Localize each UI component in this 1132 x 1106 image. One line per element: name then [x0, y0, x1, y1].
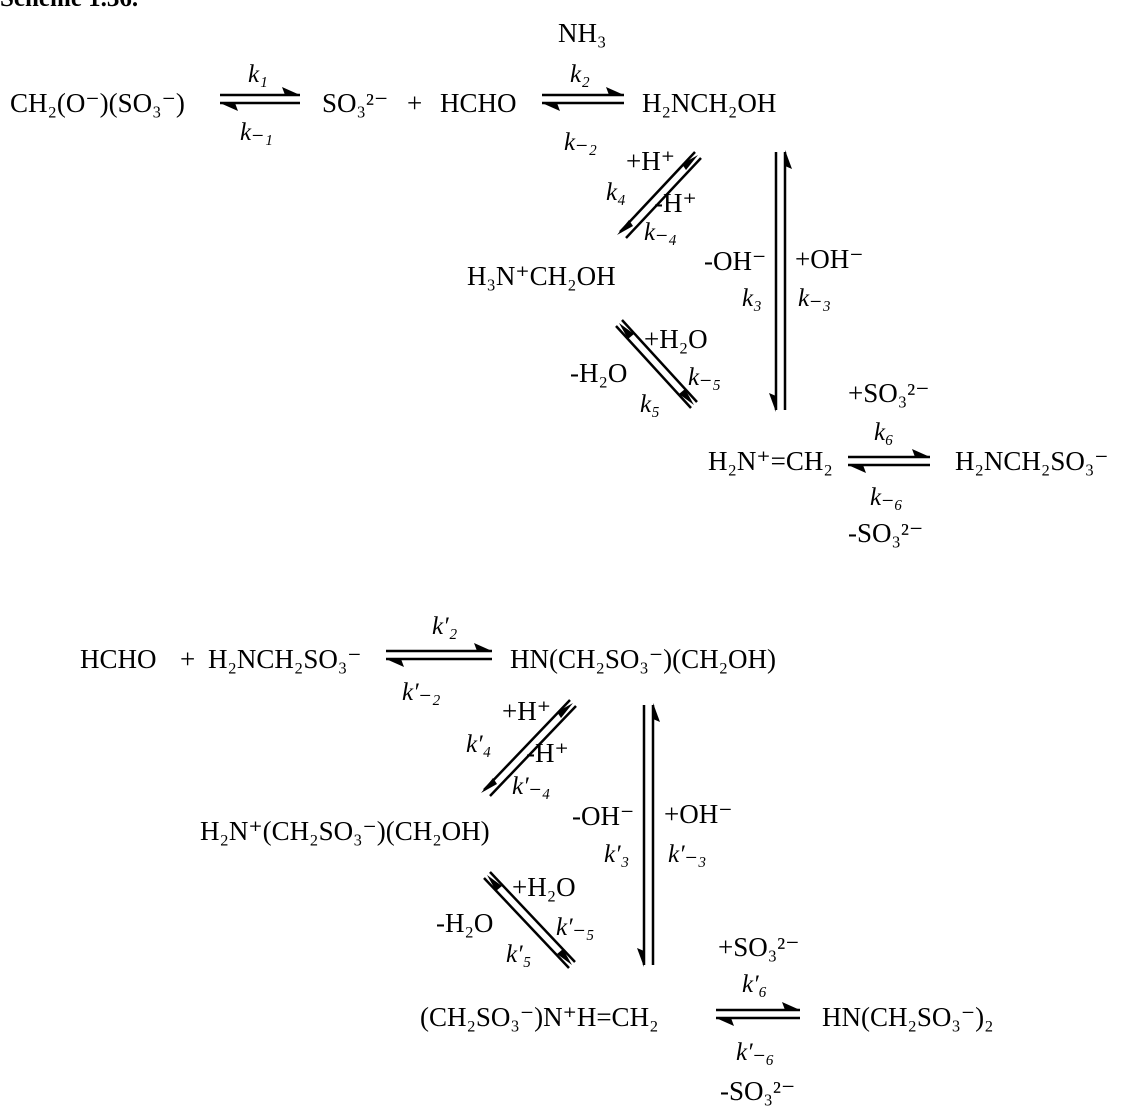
- label-plus-oh: +OH⁻: [795, 244, 863, 274]
- label-minus-h2o: -H₂O: [570, 358, 627, 388]
- species-sulfite: SO₃²⁻: [322, 88, 388, 118]
- rate-k-5-prime: k′₋₅: [556, 914, 594, 941]
- rate-k-2: k₋₂: [564, 129, 597, 156]
- label-minus-oh: -OH⁻: [704, 246, 766, 276]
- rate-k5-prime: k′₅: [506, 941, 531, 968]
- equilibrium-arrow-k4: [617, 151, 702, 239]
- rate-k-2-prime: k′₋₂: [402, 679, 441, 706]
- rate-k2-prime: k′₂: [432, 613, 458, 640]
- rate-k-1: k₋₁: [240, 119, 273, 146]
- species-protonated-carbinolamine: H₃N⁺CH₂OH: [467, 261, 616, 291]
- label-plus-sulfite-2: +SO₃²⁻: [718, 932, 800, 962]
- species-aminomethanesulfonate: H₂NCH₂SO₃⁻: [955, 446, 1109, 476]
- rate-k4-prime: k′₄: [466, 731, 491, 758]
- rate-k6-prime: k′₆: [742, 971, 767, 998]
- rate-k3: k₃: [742, 285, 762, 312]
- species-bisulfite-adduct: CH₂(O⁻)(SO₃⁻): [10, 88, 185, 118]
- label-plus-h: +H⁺: [626, 146, 675, 176]
- rate-k1: k₁: [248, 61, 268, 88]
- rate-k-3: k₋₃: [798, 285, 831, 312]
- rate-k-3-prime: k′₋₃: [668, 841, 706, 868]
- label-minus-sulfite: -SO₃²⁻: [848, 518, 923, 548]
- label-minus-h: -H⁺: [654, 188, 697, 218]
- rate-k-5: k₋₅: [688, 364, 721, 391]
- rate-k-4: k₋₄: [644, 219, 677, 246]
- rate-k-6: k₋₆: [870, 484, 903, 511]
- plus-sign: +: [407, 88, 422, 118]
- rate-k-4-prime: k′₋₄: [512, 773, 550, 800]
- equilibrium-arrow-k3: [769, 150, 792, 412]
- species-aminomethanesulfonate-2: H₂NCH₂SO₃⁻: [208, 644, 362, 674]
- rate-k-6-prime: k′₋₆: [736, 1039, 774, 1066]
- equilibrium-arrow-k5: [615, 319, 698, 409]
- species-protonated-carbinolamine-2: H₂N⁺(CH₂SO₃⁻)(CH₂OH): [200, 816, 490, 846]
- plus-sign-2: +: [180, 644, 195, 674]
- label-minus-oh-2: -OH⁻: [572, 801, 634, 831]
- label-plus-h2o-2: +H₂O: [512, 872, 576, 902]
- equilibrium-arrow-k2-prime: [386, 643, 492, 667]
- species-carbinolamine: H₂NCH₂OH: [642, 88, 776, 118]
- rate-k4: k₄: [606, 179, 626, 206]
- species-iminium: H₂N⁺=CH₂: [708, 446, 833, 476]
- equilibrium-arrow-k5-prime: [483, 871, 576, 969]
- rate-k6: k₆: [874, 419, 894, 446]
- label-minus-h2o-2: -H₂O: [436, 908, 493, 938]
- equilibrium-arrow-k3-prime: [637, 703, 660, 967]
- label-plus-h-2: +H⁺: [502, 696, 551, 726]
- species-iminium-2: (CH₂SO₃⁻)N⁺H=CH₂: [420, 1002, 658, 1032]
- species-iminodimethanesulfonate: HN(CH₂SO₃⁻)₂: [822, 1002, 994, 1032]
- species-carbinolamine-2: HN(CH₂SO₃⁻)(CH₂OH): [510, 644, 776, 674]
- label-plus-h2o: +H₂O: [644, 324, 708, 354]
- equilibrium-arrow-k6: [848, 449, 930, 473]
- species-ammonia: NH₃: [558, 18, 606, 48]
- equilibrium-arrow-k2: [542, 87, 624, 111]
- rate-k3-prime: k′₃: [604, 841, 629, 868]
- label-minus-h-2: -H⁺: [526, 738, 569, 768]
- equilibrium-arrow-k4-prime: [481, 699, 577, 797]
- equilibrium-arrow-k1: [220, 87, 300, 111]
- species-formaldehyde: HCHO: [440, 88, 517, 118]
- label-plus-oh-2: +OH⁻: [664, 799, 732, 829]
- label-plus-sulfite: +SO₃²⁻: [848, 378, 930, 408]
- scheme-title: Scheme 1.36.: [0, 0, 138, 12]
- label-minus-sulfite-2: -SO₃²⁻: [720, 1076, 795, 1106]
- species-formaldehyde-2: HCHO: [80, 644, 157, 674]
- equilibrium-arrow-k6-prime: [716, 1002, 800, 1026]
- rate-k2: k₂: [570, 61, 590, 88]
- rate-k5: k₅: [640, 391, 660, 418]
